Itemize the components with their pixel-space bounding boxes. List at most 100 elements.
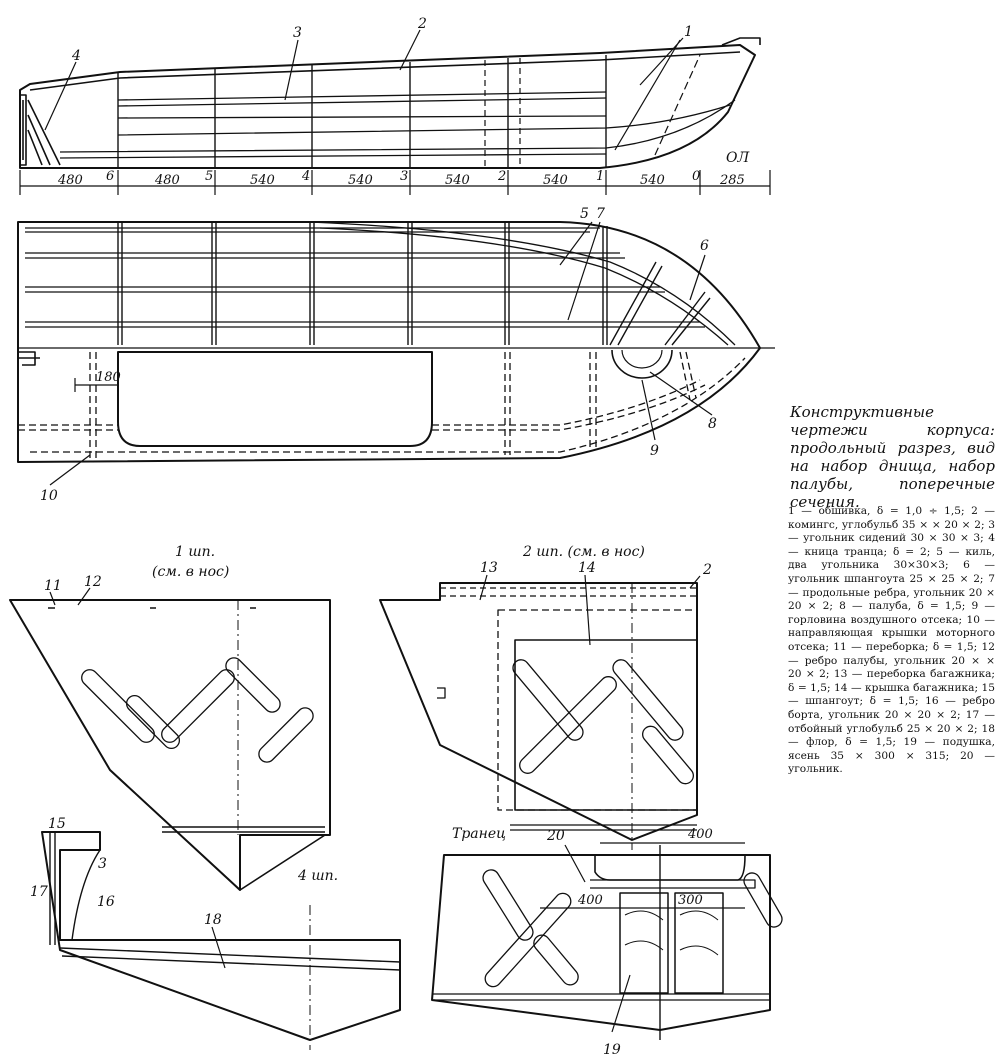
figure-legend: 1 — обшивка, δ = 1,0 ÷ 1,5; 2 — комингс,… <box>788 505 995 776</box>
leader-9 <box>641 379 656 441</box>
section-1-floor <box>162 826 325 833</box>
callout-8: 8 <box>708 416 717 432</box>
plan-dashed-framing <box>18 351 746 462</box>
dim-180: 180 <box>96 370 121 385</box>
section-1-bottom <box>109 769 326 891</box>
callout-2: 2 <box>417 16 427 32</box>
callout-9: 9 <box>650 443 659 459</box>
station-mark-1: 1 <box>596 169 604 184</box>
profile-stringers <box>59 91 736 159</box>
section-4-frame-15 <box>49 832 101 945</box>
section-2-lightening-holes <box>512 659 695 785</box>
leader-20 <box>564 844 586 883</box>
profile-view: 480 480 540 540 540 540 540 285 6 5 4 3 … <box>19 16 771 195</box>
callout-18: 18 <box>204 912 222 928</box>
profile-hull-outline <box>19 44 756 169</box>
callout-13: 13 <box>480 560 498 576</box>
station-mark-3: 3 <box>400 169 408 184</box>
transom-section: Транец 20 19 400 400 300 <box>431 826 783 1058</box>
profile-dashed-stations <box>484 58 521 168</box>
callout-20: 20 <box>546 828 565 844</box>
pad-19-b <box>674 892 724 994</box>
section-1-title-b: (см. в нос) <box>152 564 229 580</box>
dim-480-b: 480 <box>154 173 180 188</box>
trunk-lid-frame <box>497 609 698 811</box>
pad-19-a <box>619 892 669 994</box>
station-mark-0: 0 <box>692 169 700 184</box>
callout-19: 19 <box>603 1042 621 1058</box>
plan-curved-rib-a <box>309 221 736 346</box>
section-1: 1 шп. (см. в нос) 11 12 <box>9 544 331 891</box>
leader-11-12 <box>49 587 91 606</box>
section-1-title-a: 1 шп. <box>175 544 215 560</box>
stem-fitting <box>721 37 761 46</box>
bow-line-2 <box>654 54 701 156</box>
station-mark-6: 6 <box>106 169 114 184</box>
callout-10: 10 <box>40 488 58 504</box>
air-hatch-inner <box>621 349 663 369</box>
trunk-lid-14 <box>514 639 698 811</box>
callout-15: 15 <box>48 816 66 832</box>
callout-16: 16 <box>97 894 115 910</box>
section-4-floor-18 <box>59 947 401 971</box>
section-2-title: 2 шп. (см. в нос) <box>522 544 645 560</box>
section-4-title: 4 шп. <box>297 868 338 884</box>
plan-longitudinals <box>25 227 705 328</box>
bow-line-1 <box>614 39 681 151</box>
profile-dim-ticks <box>19 170 771 195</box>
callout-6: 6 <box>700 238 709 254</box>
leader-6 <box>689 254 706 301</box>
transom-title: Транец <box>452 826 506 842</box>
plan-view: 5 7 6 8 9 10 180 <box>17 206 775 504</box>
station-mark-2: 2 <box>497 169 506 184</box>
callout-7: 7 <box>596 206 605 222</box>
section-4: 4 шп. 15 3 17 16 18 <box>30 816 401 1050</box>
section-4-outline <box>41 831 401 1041</box>
dim-480-a: 480 <box>57 173 83 188</box>
leader-1 <box>639 37 684 86</box>
section-2: 2 шп. (см. в нос) 13 14 2 <box>379 544 712 850</box>
section-1-lightening-holes <box>81 657 314 763</box>
dim-540-c: 540 <box>445 173 470 188</box>
station-mark-4: 4 <box>301 169 310 184</box>
air-hatch <box>611 349 673 379</box>
plan-transom-brackets <box>18 351 40 366</box>
callout-14: 14 <box>578 560 596 576</box>
leader-10 <box>49 454 91 486</box>
station-mark-5: 5 <box>205 169 213 184</box>
leader-3 <box>284 39 299 101</box>
plan-bow-frame-a <box>609 261 663 346</box>
section-2-floor <box>510 824 697 831</box>
dim-300: 300 <box>678 893 703 908</box>
figure-caption: Конструктивные чертежи корпуса: продольн… <box>790 403 995 511</box>
dim-180-line <box>74 378 119 392</box>
callout-5: 5 <box>580 206 589 222</box>
dim-540-b: 540 <box>348 173 373 188</box>
callout-2b: 2 <box>702 562 712 578</box>
transom-outline <box>431 854 771 1031</box>
callout-11: 11 <box>44 578 62 594</box>
pad-grain <box>624 910 719 956</box>
callout-1: 1 <box>684 24 693 40</box>
engine-hatch-opening <box>117 351 433 447</box>
dwl-label: ОЛ <box>726 150 749 166</box>
dim-540-d: 540 <box>543 173 568 188</box>
callout-17: 17 <box>30 884 48 900</box>
leader-8 <box>649 371 713 416</box>
transom-lightening-holes <box>482 869 783 988</box>
dim-400: 400 <box>577 893 603 908</box>
dim-540-a: 540 <box>250 173 275 188</box>
transom-detail <box>20 94 27 166</box>
dim-540-e: 540 <box>640 173 665 188</box>
section-2-coaming <box>440 587 697 597</box>
dim-400-top: 400 <box>687 827 713 842</box>
dim-285: 285 <box>719 173 745 188</box>
knee-4 <box>27 99 61 166</box>
section-1-outline <box>9 599 331 891</box>
leader-4 <box>44 61 77 131</box>
callout-12: 12 <box>84 574 102 590</box>
callout-3: 3 <box>293 25 302 41</box>
section-2-lug <box>437 687 446 699</box>
leader-13-14 <box>479 574 701 646</box>
